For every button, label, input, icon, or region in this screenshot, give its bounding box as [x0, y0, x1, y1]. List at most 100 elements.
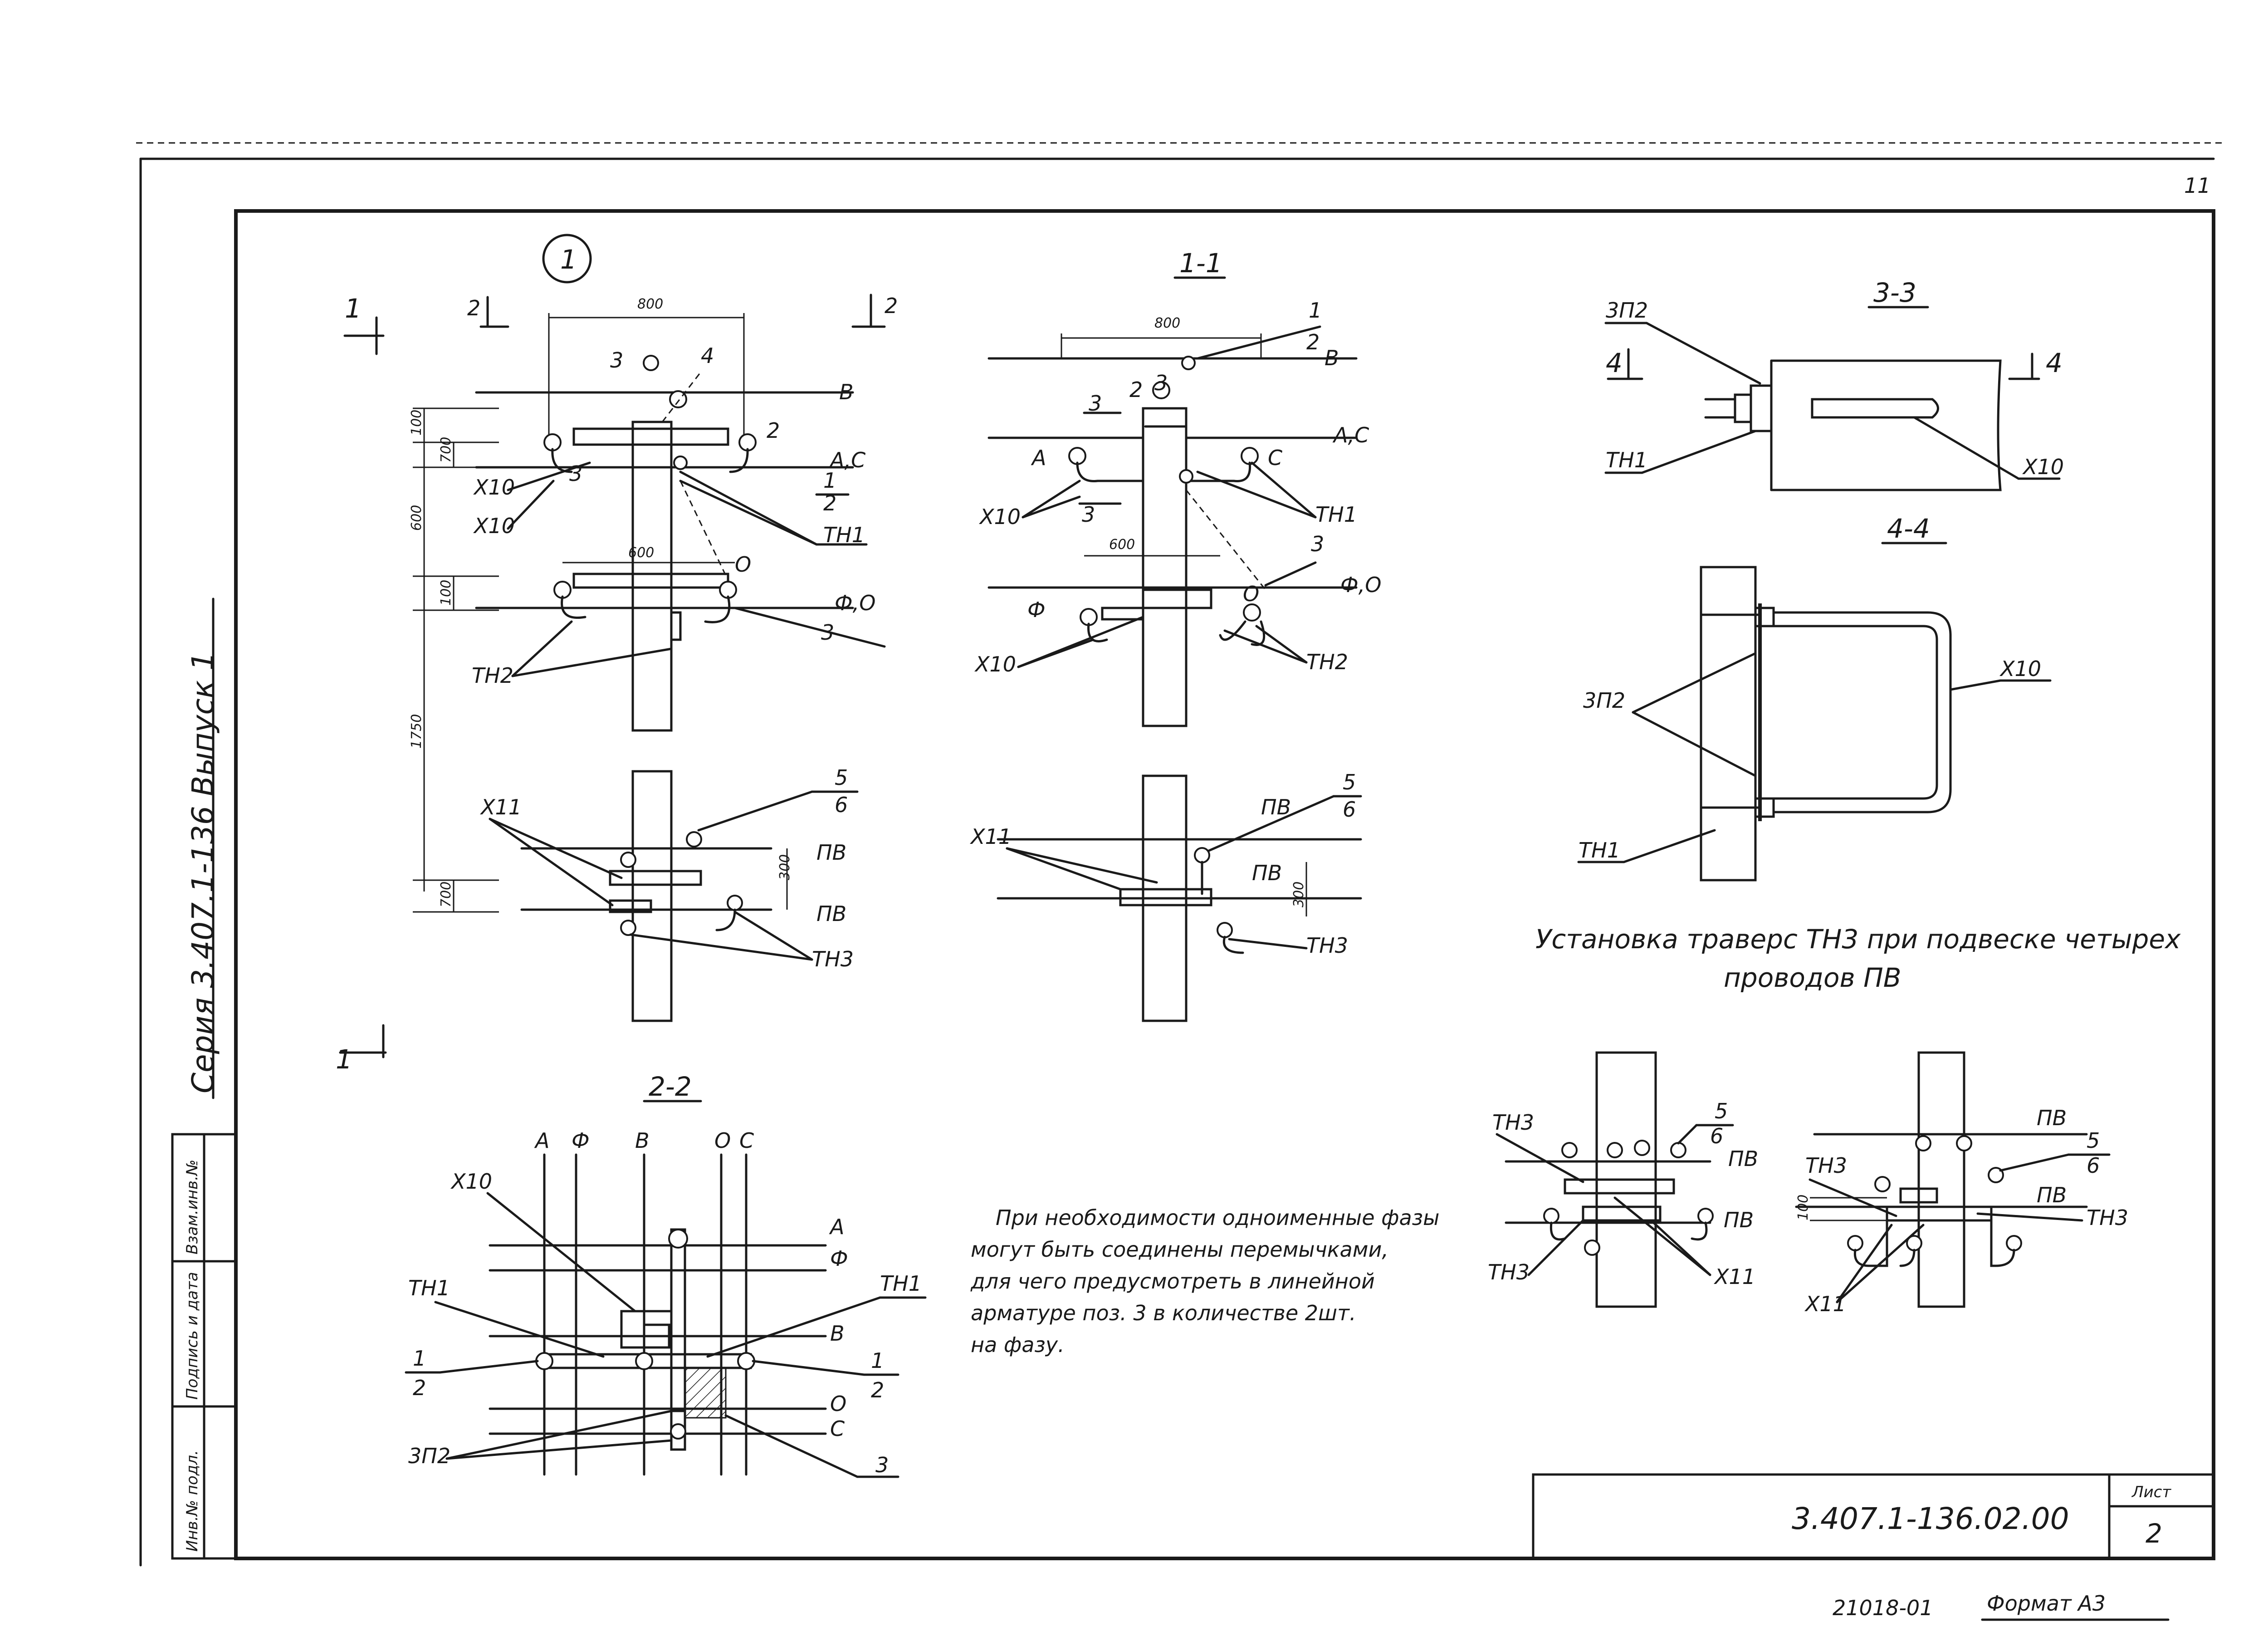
view-1-callout-6: 6: [835, 793, 848, 817]
install-right-PV1: ПВ: [2037, 1106, 2067, 1130]
view-1-dim-v0: 100: [409, 410, 425, 436]
install-left-TH3-top: ТН3: [1492, 1110, 1534, 1135]
view-2-2-top-C: С: [739, 1128, 754, 1153]
view-2-2-callout-TH1-right: ТН1: [880, 1271, 922, 1296]
view-2-2-right-B: В: [830, 1321, 845, 1346]
view-1-1-dim-800: 800: [1154, 315, 1180, 331]
view-1-callout-PV2: ПВ: [816, 901, 846, 926]
view-1-1-callout-A: А: [1031, 446, 1046, 470]
note-line5: на фазу.: [971, 1332, 1065, 1357]
note-line1: При необходимости одноименные фазы: [996, 1205, 1439, 1230]
view-3-3-callout-X10: Х10: [2022, 455, 2064, 479]
view-1-1-callout-2b: 2: [1129, 377, 1143, 402]
view-2-2-right-F: Ф: [830, 1246, 848, 1271]
format-label: Формат А3: [1987, 1591, 2106, 1616]
view-1-1-callout-X10: Х10: [979, 505, 1021, 529]
view-1-callout-PV1: ПВ: [816, 840, 846, 865]
view-1-callout-X10b: Х10: [473, 514, 515, 538]
view-3-3-cut-left: 4: [1606, 348, 1623, 378]
view-1-side-bottom: 1: [336, 1044, 352, 1075]
view-3-3-title: 3-3: [1873, 277, 1916, 308]
stamp-vzam-inv: Взам.инв.№: [183, 1160, 201, 1254]
view-1-dim-600: 600: [628, 545, 654, 561]
series-label: Серия 3.407.1-136 Выпуск 1: [186, 652, 220, 1093]
view-1-callout-1: 1: [823, 468, 836, 493]
view-1-dim-v6: 700: [438, 882, 454, 907]
view-1-1-wire-FO: Ф,О: [1340, 573, 1381, 597]
view-1-1-callout-O: О: [1243, 582, 1259, 606]
view-3-3: 3-3 3П2 4 4 ТН1 Х10: [1604, 277, 2064, 491]
view-2-2-top-O: О: [714, 1128, 731, 1153]
view-1-1-callout-TH3: ТН3: [1306, 933, 1348, 958]
view-4-4-callout-X10: Х10: [1999, 656, 2041, 681]
view-1-callout-5: 5: [835, 765, 848, 790]
sheet-frame: 11: [136, 142, 2223, 1567]
view-1-1-title: 1-1: [1179, 248, 1222, 279]
view-2-2-callout-3P2: 3П2: [408, 1444, 450, 1468]
view-1-1-wire-B: В: [1325, 346, 1339, 370]
drawing-code: 3.407.1-136.02.00: [1792, 1501, 2069, 1536]
view-1-1-callout-TH2: ТН2: [1306, 650, 1348, 674]
install-left-5: 5: [1715, 1099, 1728, 1123]
view-1-callout-X10a: Х10: [473, 475, 515, 500]
view-1-1-callout-1: 1: [1309, 298, 1322, 323]
view-4-4-title: 4-4: [1887, 513, 1930, 544]
note-line3: для чего предусмотреть в линейной: [970, 1269, 1375, 1293]
view-2-2-right-O: О: [830, 1391, 846, 1416]
install-right: ПВ ТН3 5 6 ПВ ТН3 Х11 100: [1795, 1051, 2128, 1316]
view-2-2-callout-1-right: 1: [871, 1348, 884, 1373]
view-1-1-callout-2: 2: [1306, 330, 1320, 354]
view-4-4-callout-3P2: 3П2: [1583, 688, 1625, 713]
view-2-2-callout-2-right: 2: [871, 1378, 884, 1402]
view-1-dim-800: 800: [637, 296, 663, 312]
bottom-number: 21018-01: [1833, 1596, 1933, 1620]
view-1-1-callout-3c: 3: [1082, 502, 1095, 527]
view-1-wire-B: В: [839, 380, 854, 404]
view-1-1-callout-PV1: ПВ: [1261, 795, 1291, 819]
view-1-1: 1-1 800 В А,С 600 Ф,О: [970, 248, 1381, 1022]
view-2-2-title: 2-2: [649, 1071, 692, 1102]
view-1-callout-TH1: ТН1: [823, 523, 865, 547]
view-2-2-callout-TH1-left: ТН1: [408, 1276, 450, 1300]
stamp-strip: Инв.№ подл. Подпись и дата Взам.инв.№ Се…: [171, 598, 237, 1560]
view-1-side-top: 1: [345, 293, 362, 324]
install-left-PV1: ПВ: [1728, 1146, 1758, 1171]
corner-mark: 11: [2184, 173, 2211, 198]
view-3-3-callout-TH1: ТН1: [1606, 448, 1647, 472]
view-4-4: 4-4 Х10 3П2 ТН1: [1577, 513, 2052, 882]
note: При необходимости одноименные фазы могут…: [970, 1205, 1439, 1357]
view-1-callout-3: 3: [610, 348, 623, 372]
install-left-PV2: ПВ: [1724, 1208, 1754, 1232]
view-1-1-callout-3d: 3: [1311, 532, 1324, 556]
view-2-2-right-A: А: [829, 1215, 844, 1239]
view-1-1-callout-F: Ф: [1027, 598, 1046, 622]
view-1-callout-2: 2: [767, 418, 780, 443]
stamp-inv-podl: Инв.№ подл.: [183, 1450, 201, 1552]
view-1-circle-number: 1: [560, 244, 577, 275]
view-1-1-callout-3: 3: [1154, 371, 1168, 395]
install-caption-line2: проводов ПВ: [1724, 962, 1901, 993]
view-1-dim-v1: 700: [438, 437, 454, 463]
view-2-2-callout-1-left: 1: [413, 1346, 426, 1371]
view-1-dim-v5: 300: [777, 854, 793, 880]
view-1-1-callout-3b: 3: [1089, 391, 1102, 416]
view-2-2-top-A: А: [534, 1128, 549, 1153]
view-2-2-callout-2-left: 2: [413, 1376, 426, 1400]
view-1-1-callout-X10b: Х10: [974, 652, 1016, 676]
note-line4: арматуре поз. 3 в количестве 2шт.: [971, 1301, 1356, 1325]
view-1-dim-v2: 600: [409, 505, 425, 531]
view-1-cut-right: 2: [885, 294, 898, 318]
view-1-1-callout-5: 5: [1343, 770, 1356, 794]
view-1-1-callout-TH1: ТН1: [1315, 502, 1357, 527]
view-1-1-callout-C: С: [1268, 446, 1282, 470]
view-1-1-dim-600: 600: [1109, 537, 1135, 553]
install-left-TH3-bottom: ТН3: [1488, 1260, 1530, 1284]
view-2-2-top-B: В: [635, 1128, 650, 1153]
sheet-label: Лист: [2131, 1483, 2171, 1501]
install-right-TH3-right: ТН3: [2087, 1205, 2128, 1230]
install-caption-line1: Установка траверс ТН3 при подвеске четыр…: [1535, 924, 2181, 955]
stamp-signature-date: Подпись и дата: [183, 1272, 201, 1400]
view-1-callout-4: 4: [701, 343, 714, 368]
view-1-callout-TH3: ТН3: [812, 947, 854, 971]
